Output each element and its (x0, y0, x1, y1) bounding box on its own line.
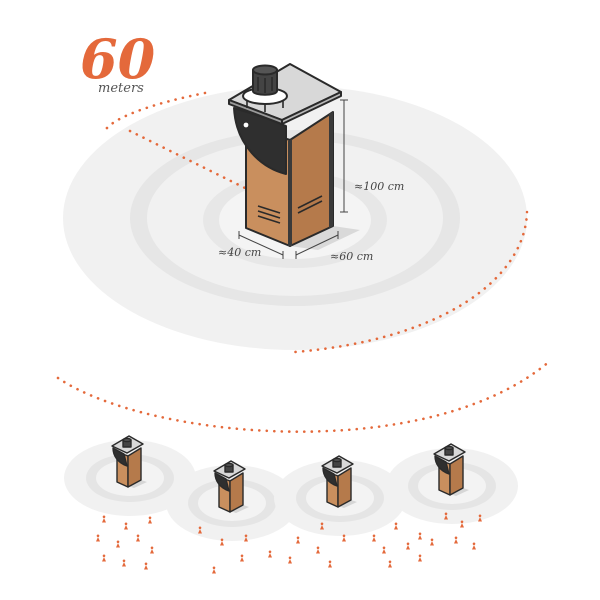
person-marker-head (122, 559, 126, 563)
person-marker-head (342, 534, 346, 538)
person-marker-icon (240, 557, 244, 562)
sensor-unit-2 (166, 460, 298, 541)
person-marker-icon (316, 549, 320, 554)
person-marker-head (328, 560, 332, 564)
depth-dimension-line (295, 231, 339, 259)
person-marker-icon (124, 525, 128, 530)
person-marker-icon (394, 525, 398, 530)
person-marker-head (444, 512, 448, 516)
person-marker-icon (116, 543, 120, 548)
person-marker-icon (320, 525, 324, 530)
sensor-cabinet-icon (433, 443, 469, 496)
person-marker-head (102, 515, 106, 519)
person-marker-icon (430, 541, 434, 546)
sensor-unit-4 (386, 443, 518, 524)
person-marker-head (316, 546, 320, 550)
person-marker-head (212, 566, 216, 570)
person-marker-head (96, 534, 100, 538)
person-marker-icon (382, 549, 386, 554)
person-marker-icon (148, 519, 152, 524)
person-marker-icon (328, 563, 332, 568)
person-marker-head (320, 522, 324, 526)
width-dimension-line (238, 231, 284, 259)
person-marker-head (150, 546, 154, 550)
person-marker-head (460, 520, 464, 524)
person-marker-head (394, 522, 398, 526)
person-marker-icon (220, 541, 224, 546)
person-marker-head (372, 534, 376, 538)
person-marker-head (116, 540, 120, 544)
person-marker-icon (342, 537, 346, 542)
person-marker-icon (472, 545, 476, 550)
width-dimension-label: ≈40 cm (218, 246, 261, 259)
person-marker-icon (418, 535, 422, 540)
person-marker-head (430, 538, 434, 542)
person-marker-head (288, 556, 292, 560)
person-marker-head (388, 560, 392, 564)
person-marker-head (418, 554, 422, 558)
person-marker-icon (406, 545, 410, 550)
person-marker-head (406, 542, 410, 546)
person-marker-head (268, 550, 272, 554)
range-value: 60 (80, 27, 155, 91)
person-marker-head (198, 526, 202, 530)
person-marker-icon (460, 523, 464, 528)
height-dimension-label: ≈100 cm (354, 180, 404, 193)
person-marker-icon (268, 553, 272, 558)
lower-range-arc (293, 210, 529, 354)
person-marker-icon (296, 539, 300, 544)
person-marker-head (102, 554, 106, 558)
person-marker-icon (96, 537, 100, 542)
person-marker-icon (150, 549, 154, 554)
sensor-unit-1 (64, 435, 196, 516)
range-unit: meters (98, 81, 144, 96)
person-marker-head (148, 516, 152, 520)
person-marker-icon (136, 537, 140, 542)
person-marker-head (240, 554, 244, 558)
person-marker-icon (454, 539, 458, 544)
sensor-unit-3 (274, 455, 406, 536)
person-marker-head (220, 538, 224, 542)
sensor-cabinet-icon (213, 460, 249, 513)
person-marker-head (418, 532, 422, 536)
person-marker-icon (212, 569, 216, 574)
person-marker-icon (478, 517, 482, 522)
person-marker-head (472, 542, 476, 546)
range-radius-line (128, 129, 247, 190)
person-marker-head (382, 546, 386, 550)
person-marker-icon (418, 557, 422, 562)
range-arcs (56, 91, 553, 433)
sensor-cabinet-icon (321, 455, 357, 508)
person-marker-head (124, 522, 128, 526)
person-marker-head (136, 534, 140, 538)
person-marker-icon (144, 565, 148, 570)
person-marker-icon (198, 529, 202, 534)
person-marker-head (454, 536, 458, 540)
person-marker-icon (288, 559, 292, 564)
sensor-cabinet-icon (111, 435, 147, 488)
person-marker-head (478, 514, 482, 518)
person-marker-icon (444, 515, 448, 520)
field-boundary-arc (56, 358, 553, 433)
person-markers (96, 512, 482, 574)
upper-range-arc (102, 91, 207, 134)
person-marker-head (244, 534, 248, 538)
person-marker-icon (372, 537, 376, 542)
height-dimension-line (340, 99, 348, 213)
person-marker-icon (122, 562, 126, 567)
person-marker-icon (102, 518, 106, 523)
dimension-lines (238, 99, 348, 259)
person-marker-head (296, 536, 300, 540)
person-marker-icon (102, 557, 106, 562)
person-marker-head (144, 562, 148, 566)
depth-dimension-label: ≈60 cm (330, 250, 373, 263)
person-marker-icon (244, 537, 248, 542)
main-sensor-cabinet (228, 63, 360, 250)
person-marker-icon (388, 563, 392, 568)
